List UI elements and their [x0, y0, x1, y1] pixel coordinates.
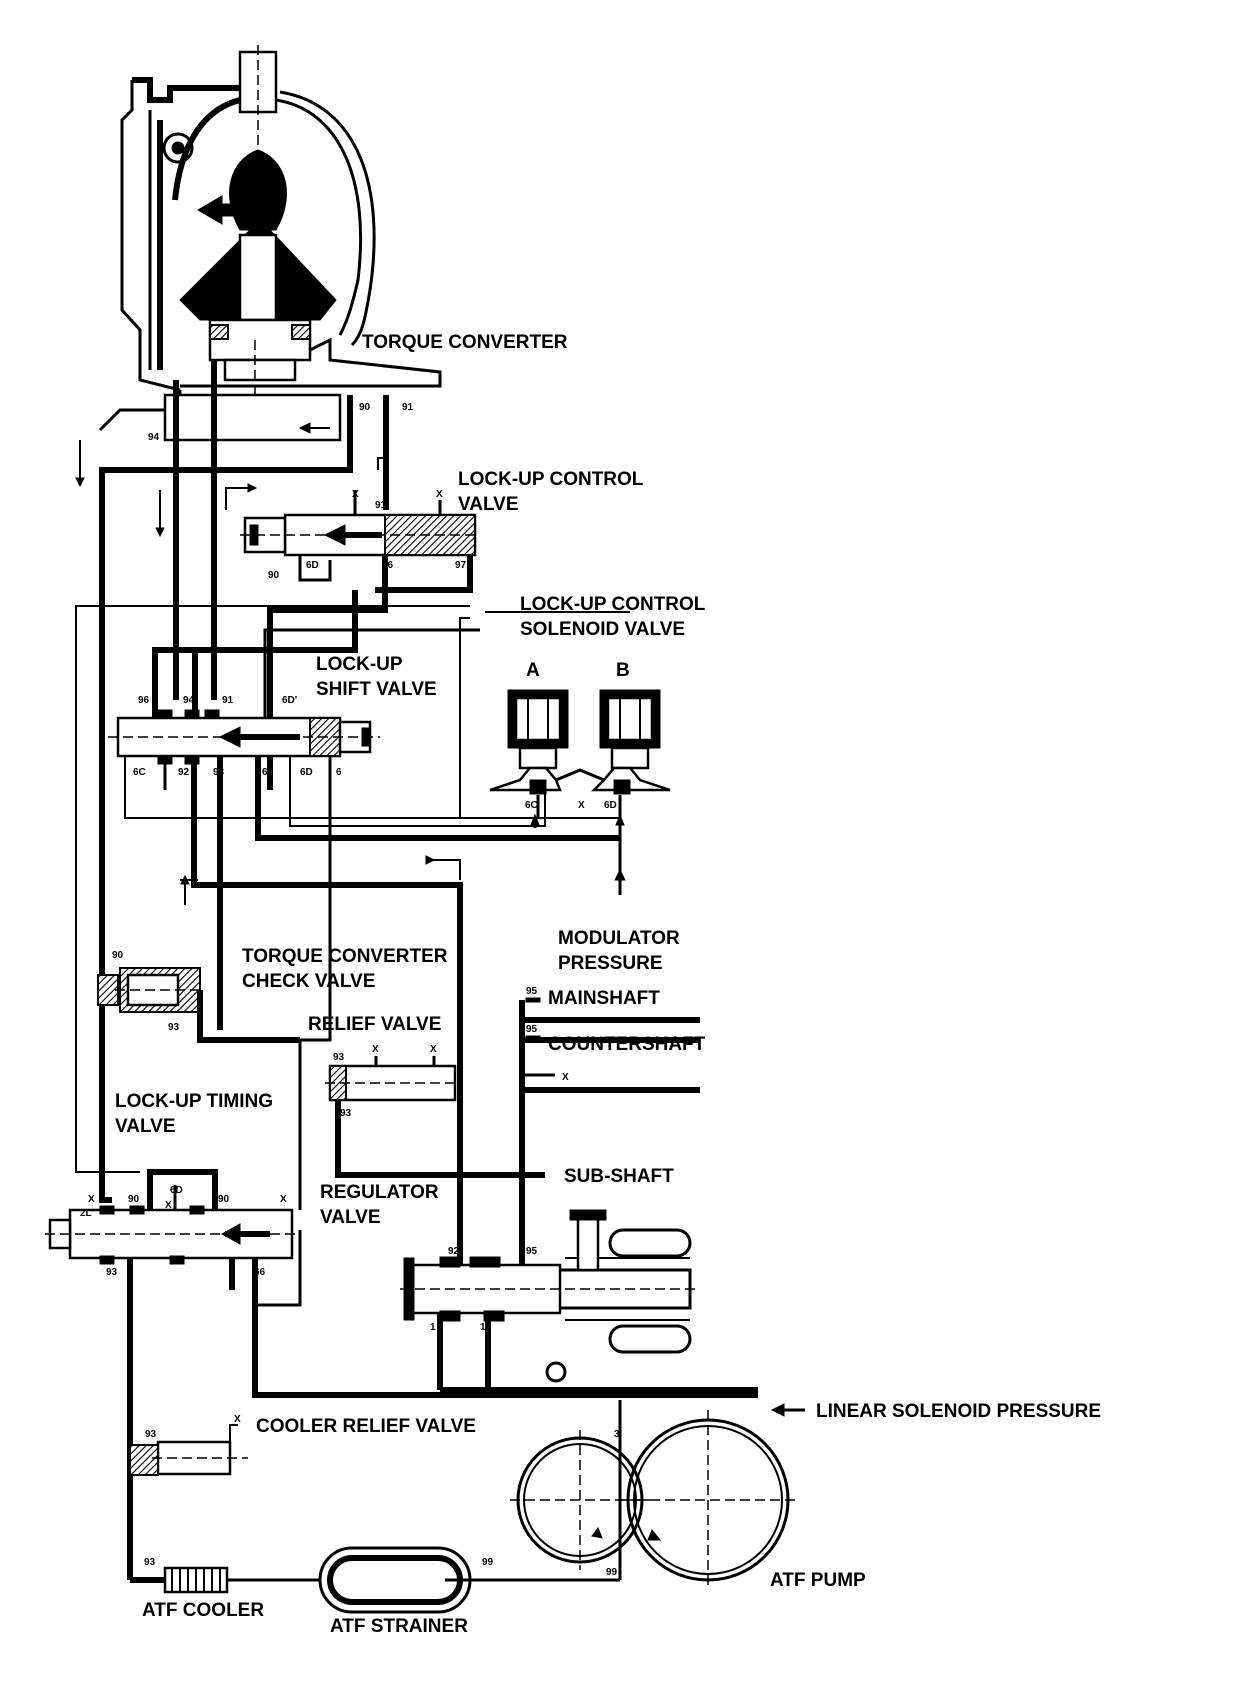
x-luc-1: X: [352, 489, 359, 500]
tc-check-valve-label-2: CHECK VALVE: [242, 971, 375, 992]
port-90-lut: 90: [128, 1194, 140, 1205]
countershaft-label: COUNTERSHAFT: [548, 1034, 706, 1055]
port-99-pump: 99: [606, 1567, 618, 1578]
port-97-luc: 97: [455, 560, 467, 571]
port-90-tc: 90: [359, 402, 371, 413]
lockup-control-solenoid-label-1: LOCK-UP CONTROL: [520, 594, 706, 615]
lockup-control-solenoid-label-2: SOLENOID VALVE: [520, 619, 685, 640]
lockup-timing-valve-label-2: VALVE: [115, 1116, 176, 1137]
lockup-control-valve-label-2: VALVE: [458, 494, 519, 515]
port-6d-luc: 6D: [306, 560, 319, 571]
port-2l-lut: 2L: [80, 1208, 92, 1219]
lockup-timing-valve: X 2L 90 6D X 90 X 93 66: [45, 1169, 758, 1580]
port-93-chk: 93: [168, 1022, 180, 1033]
solenoid-b-label: B: [616, 660, 630, 681]
port-93-rel-b: 93: [340, 1108, 352, 1119]
atf-cooler-label: ATF COOLER: [142, 1600, 264, 1621]
cooler-relief-valve-label: COOLER RELIEF VALVE: [256, 1416, 476, 1437]
lockup-shift-valve-label-2: SHIFT VALVE: [316, 679, 437, 700]
port-6d-lus-top: 6D': [282, 695, 297, 706]
lockup-timing-valve-label-1: LOCK-UP TIMING: [115, 1091, 273, 1112]
port-93-cool: 93: [144, 1557, 156, 1568]
port-94-lus: 94: [183, 695, 195, 706]
port-1-reg-a: 1: [430, 1322, 436, 1333]
mainshaft-label: MAINSHAFT: [548, 988, 660, 1009]
relief-valve: 93 X X 93: [325, 1044, 545, 1178]
sub-shaft-label: SUB-SHAFT: [564, 1166, 674, 1187]
torque-converter-check-valve: 90 93: [97, 950, 300, 1043]
port-6d-sol: 6D: [604, 800, 617, 811]
x-lut-3: X: [280, 1194, 287, 1205]
port-66-lut: 66: [254, 1267, 266, 1278]
x-sol: X: [578, 800, 585, 811]
atf-cooler: 93: [144, 1557, 229, 1594]
port-6-lus-r: 6: [336, 767, 342, 778]
x-luc-2: X: [436, 489, 443, 500]
port-92-reg: 92: [448, 1246, 460, 1257]
atf-pump: 3: [510, 1410, 800, 1590]
regulator-valve-label-1: REGULATOR: [320, 1182, 439, 1203]
port-6d-lut: 6D: [170, 1185, 183, 1196]
port-93-lus: 93: [213, 767, 225, 778]
port-95-counter: 95: [526, 1024, 538, 1035]
port-90-lut-r: 90: [218, 1194, 230, 1205]
atf-strainer-label: ATF STRAINER: [330, 1616, 468, 1637]
port-6c-lus: 6C: [133, 767, 146, 778]
port-91-luc: 91: [375, 500, 387, 511]
port-94-tc: 94: [148, 432, 160, 443]
port-6d-lus: 6D: [300, 767, 313, 778]
port-6c-sol: 6C: [525, 800, 538, 811]
x-lut-2: X: [165, 1200, 172, 1211]
solenoid-a-label: A: [526, 660, 540, 681]
x-lut-1: X: [88, 1194, 95, 1205]
lockup-shift-valve: 96 94 91 6D' 6C 92 93 6 6D 6: [108, 590, 620, 1300]
port-93-crv: 93: [145, 1429, 157, 1440]
x-rel-2: X: [430, 1044, 437, 1055]
torque-converter-label: TORQUE CONVERTER: [362, 332, 568, 353]
port-96-lus: 96: [138, 695, 150, 706]
solenoid-valve-a: [489, 689, 569, 795]
port-1-reg-b: 1: [480, 1322, 486, 1333]
port-95-main: 95: [526, 986, 538, 997]
port-90-luc: 90: [268, 570, 280, 581]
x-rel-1: X: [372, 1044, 379, 1055]
modulator-pressure-label-2: PRESSURE: [558, 953, 663, 974]
port-92-lus: 92: [178, 767, 190, 778]
regulator-valve: 92 95 1 1: [400, 1209, 758, 1393]
regulator-valve-label-2: VALVE: [320, 1207, 381, 1228]
lockup-control-valve: X X 91 90 6D 96 97: [225, 483, 480, 790]
atf-pump-label: ATF PUMP: [770, 1570, 866, 1591]
port-93-lut: 93: [106, 1267, 118, 1278]
port-91-tc: 91: [402, 402, 414, 413]
port-3-pump: 3: [614, 1429, 620, 1440]
relief-valve-label: RELIEF VALVE: [308, 1014, 441, 1035]
port-93-rel: 93: [333, 1052, 345, 1063]
modulator-pressure-label-1: MODULATOR: [558, 928, 680, 949]
lockup-shift-valve-label-1: LOCK-UP: [316, 654, 403, 675]
lockup-control-valve-label-1: LOCK-UP CONTROL: [458, 469, 644, 490]
port-6-lus: 6: [262, 767, 268, 778]
torque-converter: 94 90 91: [98, 45, 442, 443]
x-counter: X: [562, 1072, 569, 1083]
x-crv: X: [234, 1414, 241, 1425]
linear-solenoid-pressure-label: LINEAR SOLENOID PRESSURE: [816, 1401, 1101, 1422]
cooler-relief-valve: 93 X: [129, 1414, 248, 1476]
port-90-chk: 90: [112, 950, 124, 961]
port-95-reg: 95: [526, 1246, 538, 1257]
port-96-luc: 96: [382, 560, 394, 571]
port-91-lus: 91: [222, 695, 234, 706]
solenoid-valve-b: [590, 689, 671, 795]
tc-check-valve-label-1: TORQUE CONVERTER: [242, 946, 448, 967]
port-99-strainer: 99: [482, 1557, 494, 1568]
